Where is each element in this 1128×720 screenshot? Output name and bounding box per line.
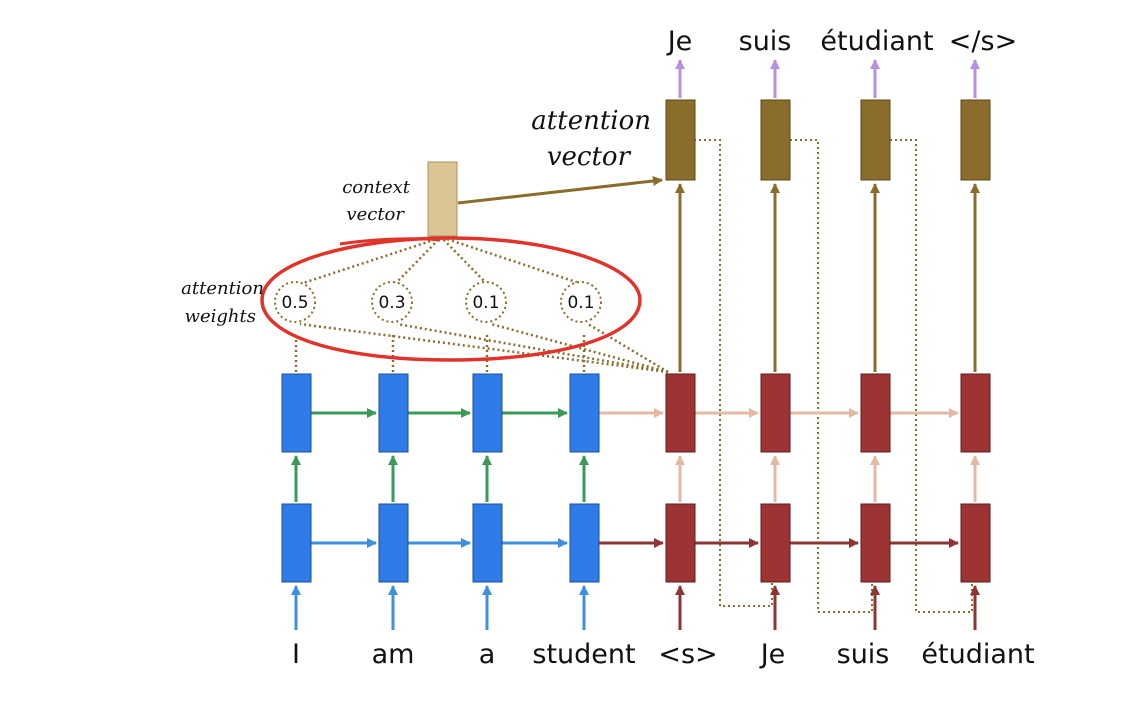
target-input-word-2: suis (837, 639, 890, 670)
target-input-word-3: étudiant (921, 639, 1034, 670)
highlight-ellipse-stroke-tail (339, 237, 441, 246)
output-arrows (675, 59, 980, 98)
feed-input-connection (694, 139, 773, 607)
output-word-3: </s> (949, 26, 1017, 57)
encoder-cell (378, 373, 409, 453)
weight-circle (274, 281, 316, 323)
context-to-attention-arrow (457, 176, 663, 205)
target-input-word-0: <s> (658, 639, 717, 670)
decoder-cells (665, 373, 991, 583)
decoder-cell (760, 373, 791, 453)
feed-input-connection (790, 139, 873, 613)
encoder-cell (569, 503, 600, 583)
attention-weight-3: 0.1 (567, 293, 594, 313)
highlight-ellipse (260, 236, 642, 362)
output-word-1: suis (739, 26, 792, 57)
attention-weight-0: 0.5 (281, 293, 308, 313)
attention-vector-label-line1: attention (531, 106, 651, 136)
encoder-cells (281, 373, 600, 583)
attention-vector-cell (760, 99, 791, 181)
decoder-cell (960, 373, 991, 453)
source-word-3: student (532, 639, 635, 670)
encoder-cell (378, 503, 409, 583)
decoder-cell (860, 373, 891, 453)
encoder-cell (281, 373, 312, 453)
encoder-cell (281, 503, 312, 583)
encoder-cell (472, 503, 503, 583)
attention-weights-label-line2: weights (185, 306, 256, 327)
decoder-cell (665, 503, 696, 583)
encoder-cell (472, 373, 503, 453)
feed-input-connections (694, 139, 973, 613)
source-word-1: am (372, 639, 415, 670)
attention-vector-cells (665, 99, 991, 181)
weight-circle (371, 281, 413, 323)
encoder-cell (569, 373, 600, 453)
attention-flows (294, 236, 669, 374)
attention-vector-cell (860, 99, 891, 181)
attention-weight-2: 0.1 (472, 293, 499, 313)
context-vector-cell (427, 161, 458, 237)
decoder-input-arrows (675, 585, 980, 630)
decoder-to-attention-arrows (675, 183, 980, 372)
source-word-0: I (292, 639, 300, 670)
decoder-cell (760, 503, 791, 583)
encoder-input-arrows (291, 585, 589, 630)
decoder-layer-connections (675, 455, 980, 502)
weight-circle (560, 281, 602, 323)
decoder-cell (665, 373, 696, 453)
attention-vector-cell (665, 99, 696, 181)
attention-weights-label-line1: attention (181, 278, 264, 299)
attention-vector-cell (960, 99, 991, 181)
feed-input-connection (890, 139, 973, 613)
source-word-2: a (479, 639, 496, 670)
context-vector-label-line1: context (342, 177, 411, 198)
attention-vector-label-line2: vector (547, 142, 632, 172)
output-word-0: Je (666, 26, 693, 57)
context-vector-label-line2: vector (346, 204, 405, 225)
decoder-cell (960, 503, 991, 583)
attention-weight-circles (274, 281, 602, 323)
output-word-2: étudiant (820, 26, 933, 57)
decoder-cell (860, 503, 891, 583)
weight-circle (465, 281, 507, 323)
attention-weight-1: 0.3 (378, 293, 405, 313)
encoder-layer-connections (291, 455, 589, 502)
target-input-word-1: Je (759, 639, 786, 670)
